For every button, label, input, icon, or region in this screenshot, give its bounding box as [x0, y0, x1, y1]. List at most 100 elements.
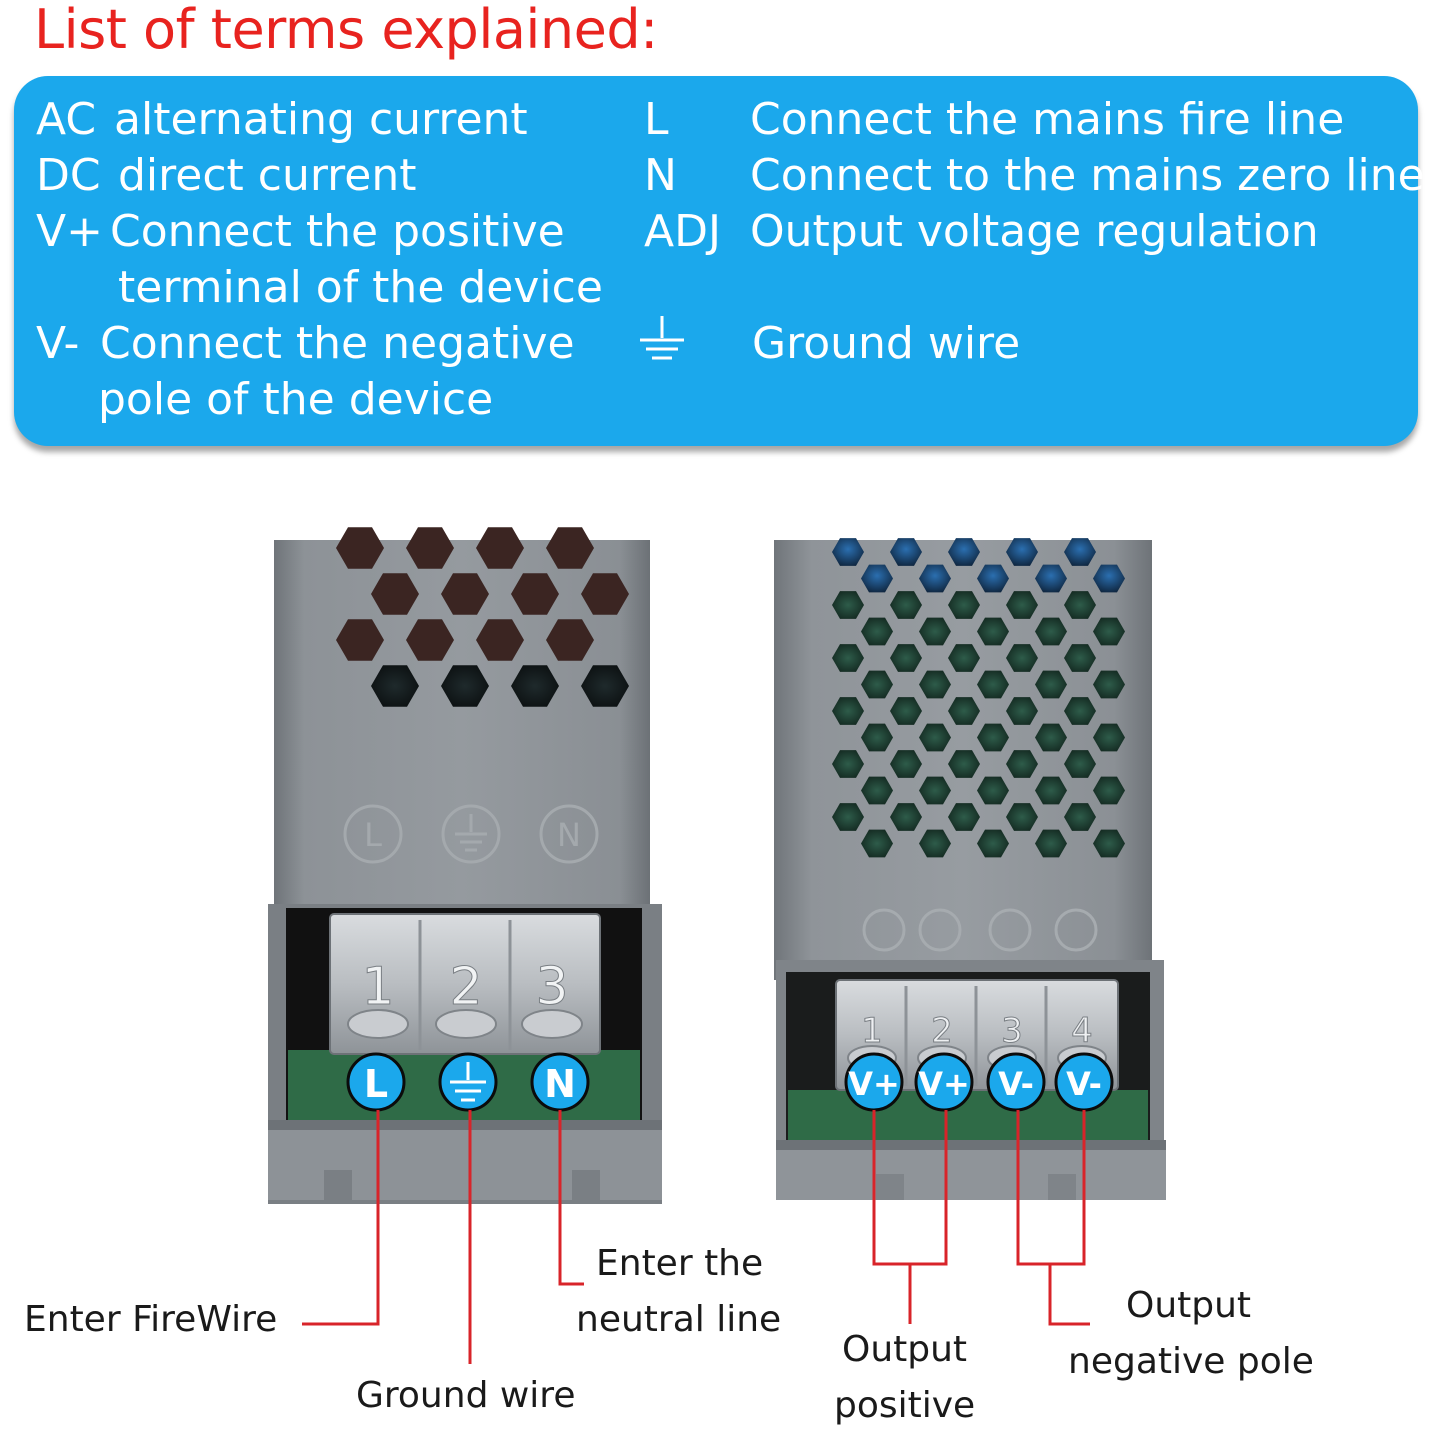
vent-hole [890, 697, 922, 725]
vent-hole [832, 538, 864, 566]
pin-ground-icon [450, 1062, 486, 1102]
vent-hole [890, 644, 922, 672]
vent-hole [861, 617, 893, 646]
term-desc-adj: Output voltage regulation [750, 206, 1319, 257]
vent-hole [1093, 776, 1125, 805]
leader-fire [302, 1110, 380, 1326]
vent-hole [1035, 723, 1067, 752]
vent-hole [1035, 670, 1067, 699]
vent-hole [861, 776, 893, 805]
vent-hole [441, 665, 489, 707]
vent-hole [511, 573, 559, 615]
vent-hole [919, 670, 951, 699]
callout-fire: Enter FireWire [24, 1299, 278, 1340]
vent-hole [890, 538, 922, 566]
vent-hole [1064, 538, 1096, 566]
page-title: List of terms explained: [34, 0, 658, 61]
terminal-number-3: 3 [535, 957, 568, 1017]
callout-positive-2: positive [834, 1385, 976, 1426]
term-abbr-ac: AC [36, 94, 97, 145]
callout-neutral-2: neutral line [576, 1299, 782, 1340]
vent-hole [861, 670, 893, 699]
term-desc-ac: alternating current [114, 94, 528, 145]
callout-negative-1: Output [1126, 1285, 1252, 1326]
leader-neutral [558, 1110, 584, 1286]
input-power-unit: L N 1 2 3 L N [268, 527, 662, 1204]
vent-hole [581, 665, 629, 707]
vent-hole [511, 665, 559, 707]
vent-hole [977, 723, 1009, 752]
vent-hole [1035, 829, 1067, 858]
vent-hole [1006, 750, 1038, 778]
pin-label-vminus-1: V- [998, 1065, 1034, 1103]
vent-hole [919, 617, 951, 646]
vent-hole [546, 619, 594, 661]
vent-hole [1006, 697, 1038, 725]
term-abbr-adj: ADJ [644, 206, 721, 257]
vent-hole [919, 723, 951, 752]
vent-hole [1006, 591, 1038, 619]
term-desc-dc: direct current [118, 150, 417, 201]
vent-hole [1064, 750, 1096, 778]
vent-hole [371, 573, 419, 615]
vent-hole [948, 803, 980, 831]
pin-label-vminus-2: V- [1066, 1065, 1102, 1103]
case-marking-ground-icon [455, 814, 487, 852]
term-desc-n: Connect to the mains zero line [750, 150, 1425, 201]
term-abbr-vplus: V+ [36, 206, 103, 257]
out-terminal-number-2: 2 [931, 1011, 953, 1051]
vent-hole [861, 564, 893, 593]
vent-hole [861, 723, 893, 752]
vent-hole [1035, 617, 1067, 646]
vent-hole [1006, 803, 1038, 831]
callout-positive-1: Output [842, 1329, 968, 1370]
out-terminal-number-4: 4 [1071, 1011, 1093, 1051]
vent-hole [919, 564, 951, 593]
term-desc-vminus-1: Connect the negative [100, 318, 575, 369]
vent-hole [977, 564, 1009, 593]
vent-hole [832, 697, 864, 725]
term-desc-vplus-1: Connect the positive [110, 206, 565, 257]
term-abbr-l: L [644, 94, 669, 145]
leader-negative-stem [1048, 1264, 1090, 1326]
out-terminal-number-1: 1 [861, 1011, 883, 1051]
term-abbr-vminus: V- [36, 318, 80, 369]
callout-negative-2: negative pole [1068, 1341, 1314, 1382]
vent-hole [1006, 644, 1038, 672]
vent-hole [890, 750, 922, 778]
terminal-number-1: 1 [361, 957, 394, 1017]
output-power-unit: 1 2 3 4 V+ V+ V- V- [774, 538, 1166, 1200]
term-desc-vminus-2: pole of the device [98, 374, 494, 425]
pin-label-n: N [544, 1062, 576, 1106]
pin-badge-vplus-2 [914, 1052, 974, 1112]
vent-hole [1093, 617, 1125, 646]
case-marking-l-text: L [364, 816, 382, 854]
vent-hole [890, 803, 922, 831]
term-desc-vplus-2: terminal of the device [118, 262, 603, 313]
term-abbr-n: N [644, 150, 677, 201]
callout-ground: Ground wire [356, 1375, 576, 1416]
vent-hole [1093, 723, 1125, 752]
vent-hole [948, 644, 980, 672]
vent-hole [1064, 644, 1096, 672]
vent-hole [948, 750, 980, 778]
vent-hole [336, 619, 384, 661]
vent-hole [977, 776, 1009, 805]
vent-hole [948, 591, 980, 619]
vent-hole [476, 527, 524, 569]
vent-hole [1035, 776, 1067, 805]
vent-hole [890, 591, 922, 619]
vent-hole [919, 829, 951, 858]
ground-symbol-icon [640, 316, 684, 360]
vent-hole [977, 670, 1009, 699]
vent-hole [977, 617, 1009, 646]
vent-holes-output [832, 538, 1125, 858]
vent-hole [948, 538, 980, 566]
vent-hole [336, 527, 384, 569]
term-desc-ground: Ground wire [752, 318, 1021, 369]
terms-panel: AC alternating current DC direct current… [14, 76, 1425, 446]
vent-hole [581, 573, 629, 615]
case-marking-n [539, 804, 599, 864]
vent-hole [832, 644, 864, 672]
